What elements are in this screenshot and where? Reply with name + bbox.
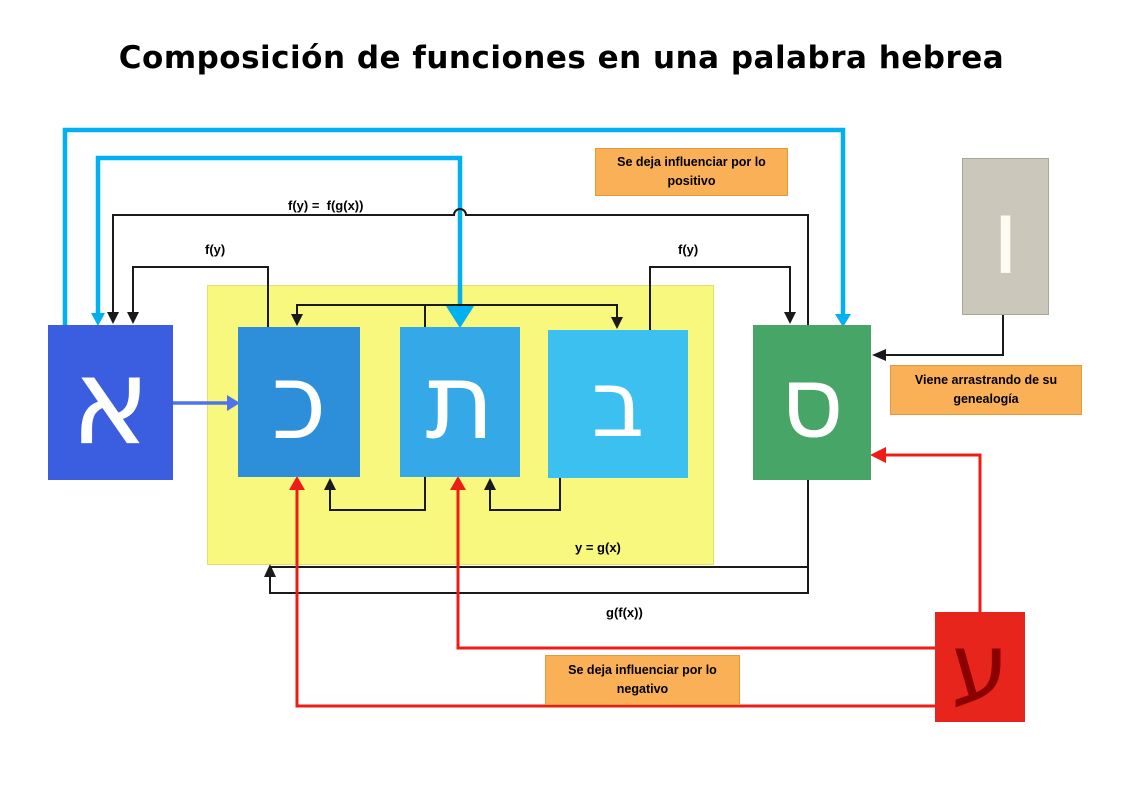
- input-arrow: [173, 395, 240, 411]
- inner-top-line-to-kaf: [296, 304, 426, 327]
- box-ayin: ע: [935, 612, 1025, 722]
- note-negative-influence: Se deja influenciar por lo negativo: [545, 655, 740, 705]
- label-fy-right: f(y): [678, 242, 699, 257]
- label-f-of-g: f(y) = f(g(x)): [288, 198, 364, 213]
- blue-arrowhead-into-kaf-icon: [227, 395, 240, 411]
- red-arrowhead-into-samekh-icon: [870, 447, 886, 463]
- red-arrowhead-into-kaf-icon: [289, 476, 305, 490]
- arrowhead-into-tav-top-icon: [446, 306, 474, 328]
- negative-line-to-samekh: [884, 453, 982, 612]
- positive-loop-to-samekh: [62, 127, 846, 325]
- negative-line-to-kaf: [295, 488, 935, 708]
- box-samekh: ס: [753, 325, 871, 480]
- letter-bet: ב: [591, 350, 645, 458]
- label-fy-left: f(y): [205, 242, 226, 257]
- box-kaf: כ: [238, 327, 360, 477]
- box-vav: ו: [962, 158, 1049, 315]
- black-arrows: [107, 208, 1004, 594]
- label-y-equals-gx: y = g(x): [575, 540, 621, 555]
- letter-aleph: א: [70, 333, 151, 472]
- letter-tav: ת: [425, 341, 495, 463]
- arrowhead-into-bet-top-icon: [611, 317, 623, 329]
- arrowhead-into-samekh-top-icon: [835, 314, 851, 327]
- page-title: Composición de funciones en una palabra …: [118, 40, 1005, 76]
- inner-top-line-to-bet: [425, 304, 618, 319]
- letter-kaf: כ: [271, 341, 327, 463]
- red-arrowhead-into-tav-icon: [450, 476, 466, 490]
- arrowhead-into-samekh-right-icon: [872, 349, 886, 361]
- gfx-feedback-loop: [269, 480, 809, 594]
- letter-vav: ו: [991, 175, 1020, 298]
- box-tav: ת: [400, 327, 520, 477]
- positive-loop-to-aleph-tav: [95, 155, 463, 314]
- label-g-of-f: g(f(x)): [606, 605, 643, 620]
- arrowhead-into-inner-group-icon: [264, 564, 276, 577]
- positive-arrows: [62, 127, 851, 328]
- arrowhead-fy-into-aleph-icon: [127, 312, 139, 324]
- arrowhead-fy-into-samekh-icon: [784, 312, 796, 324]
- note-positive-influence: Se deja influenciar por lo positivo: [595, 148, 788, 196]
- fy-left-line: [132, 266, 269, 327]
- fy-right-line: [649, 266, 791, 330]
- arrowhead-into-aleph-top-icon: [91, 313, 105, 326]
- vav-genealogy-line: [884, 313, 1004, 356]
- arrowhead-into-tav-bottom-icon: [484, 478, 496, 490]
- negative-line-to-tav: [456, 488, 935, 650]
- inner-bottom-tav-to-kaf: [329, 477, 426, 511]
- letter-ayin: ע: [951, 613, 1009, 721]
- box-bet: ב: [548, 330, 688, 478]
- box-aleph: א: [48, 325, 173, 480]
- arrowhead-into-kaf-top-icon: [291, 314, 303, 326]
- note-genealogy: Viene arrastrando de su genealogía: [890, 365, 1082, 415]
- f-of-g-line: [112, 208, 809, 325]
- letter-samekh: ס: [780, 345, 844, 460]
- inner-bottom-bet-to-tav: [489, 478, 561, 511]
- arrowhead-fgx-into-aleph-icon: [107, 312, 119, 324]
- arrowhead-into-kaf-bottom-icon: [324, 478, 336, 490]
- negative-arrows: [289, 447, 982, 708]
